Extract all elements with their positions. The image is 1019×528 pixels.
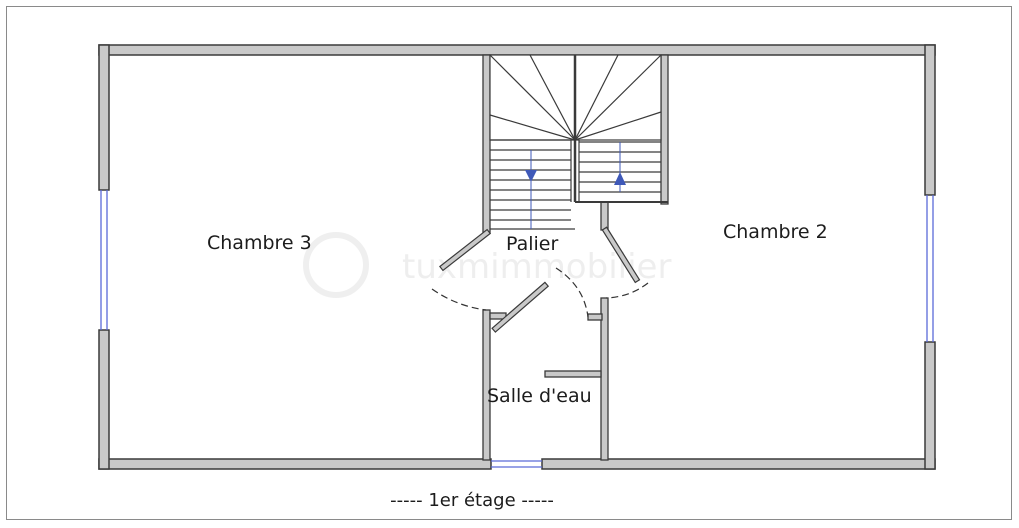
partition-left-lower — [482, 309, 491, 461]
left-wall-upper — [98, 44, 110, 191]
partition-right-upper — [660, 54, 669, 205]
room-label-palier: Palier — [506, 233, 558, 255]
windows — [100, 190, 934, 468]
door-stub-right — [587, 313, 603, 321]
partition-right-lower — [600, 297, 609, 461]
doors — [431, 226, 649, 333]
partition-left-upper — [482, 54, 491, 234]
stair-arrow-down-icon — [525, 170, 537, 182]
door-chambre-3 — [431, 228, 492, 311]
room-label-salle-d-eau: Salle d'eau — [487, 385, 592, 407]
top-wall — [98, 44, 936, 56]
staircase — [489, 54, 668, 230]
right-wall-lower — [924, 341, 936, 470]
window-left — [100, 190, 108, 330]
stair-core-stub — [600, 201, 609, 231]
floor-caption: ----- 1er étage ----- — [390, 490, 554, 511]
right-wall-upper — [924, 44, 936, 196]
window-bottom — [491, 460, 542, 468]
room-label-chambre-3: Chambre 3 — [207, 232, 312, 254]
bottom-wall-left — [98, 458, 492, 470]
window-right — [926, 195, 934, 342]
stair-arrow-up-icon — [614, 172, 626, 185]
shower-wall — [544, 370, 602, 378]
interior-walls — [482, 54, 669, 461]
left-wall-lower — [98, 329, 110, 470]
door-salle-d-eau — [491, 267, 589, 333]
room-label-chambre-2: Chambre 2 — [723, 221, 828, 243]
door-chambre-2 — [601, 226, 649, 299]
